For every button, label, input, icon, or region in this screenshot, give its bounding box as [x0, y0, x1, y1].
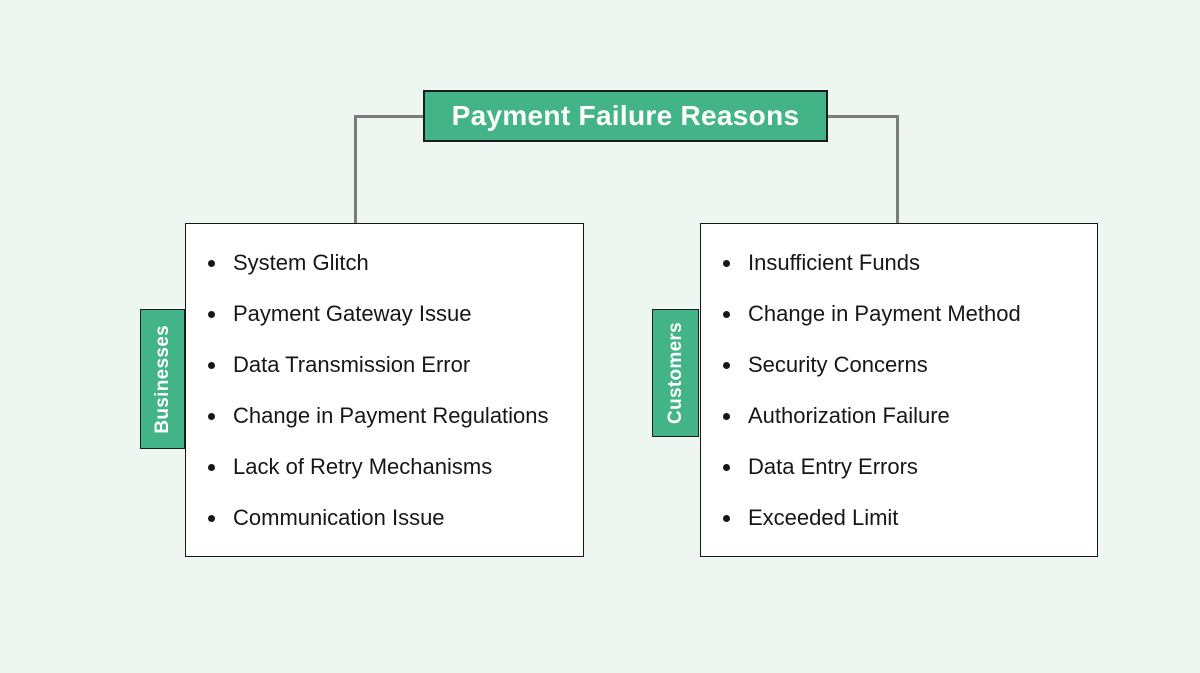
business-reason-item: System Glitch — [208, 249, 575, 277]
connector-right-vertical — [896, 115, 899, 223]
connector-left-vertical — [354, 115, 357, 223]
customer-reason-item: Data Entry Errors — [723, 453, 1089, 481]
customer-reason-item: Insufficient Funds — [723, 249, 1089, 277]
customer-reason-item: Change in Payment Method — [723, 300, 1089, 328]
customers-label-text: Customers — [664, 322, 686, 424]
connector-left-horizontal — [354, 115, 424, 118]
business-reason-item: Lack of Retry Mechanisms — [208, 453, 575, 481]
business-reason-item: Data Transmission Error — [208, 351, 575, 379]
businesses-label-text: Businesses — [151, 324, 173, 434]
diagram-title: Payment Failure Reasons — [451, 100, 800, 131]
customer-reason-item: Security Concerns — [723, 351, 1089, 379]
business-reason-item: Change in Payment Regulations — [208, 402, 575, 430]
customers-label: Customers — [652, 309, 699, 437]
customer-reason-item: Authorization Failure — [723, 402, 1089, 430]
connector-right-horizontal — [827, 115, 898, 118]
title-node: Payment Failure Reasons — [423, 90, 828, 142]
customer-reason-item: Exceeded Limit — [723, 504, 1089, 532]
business-reason-item: Communication Issue — [208, 504, 575, 532]
businesses-label: Businesses — [140, 309, 185, 449]
business-reason-item: Payment Gateway Issue — [208, 300, 575, 328]
